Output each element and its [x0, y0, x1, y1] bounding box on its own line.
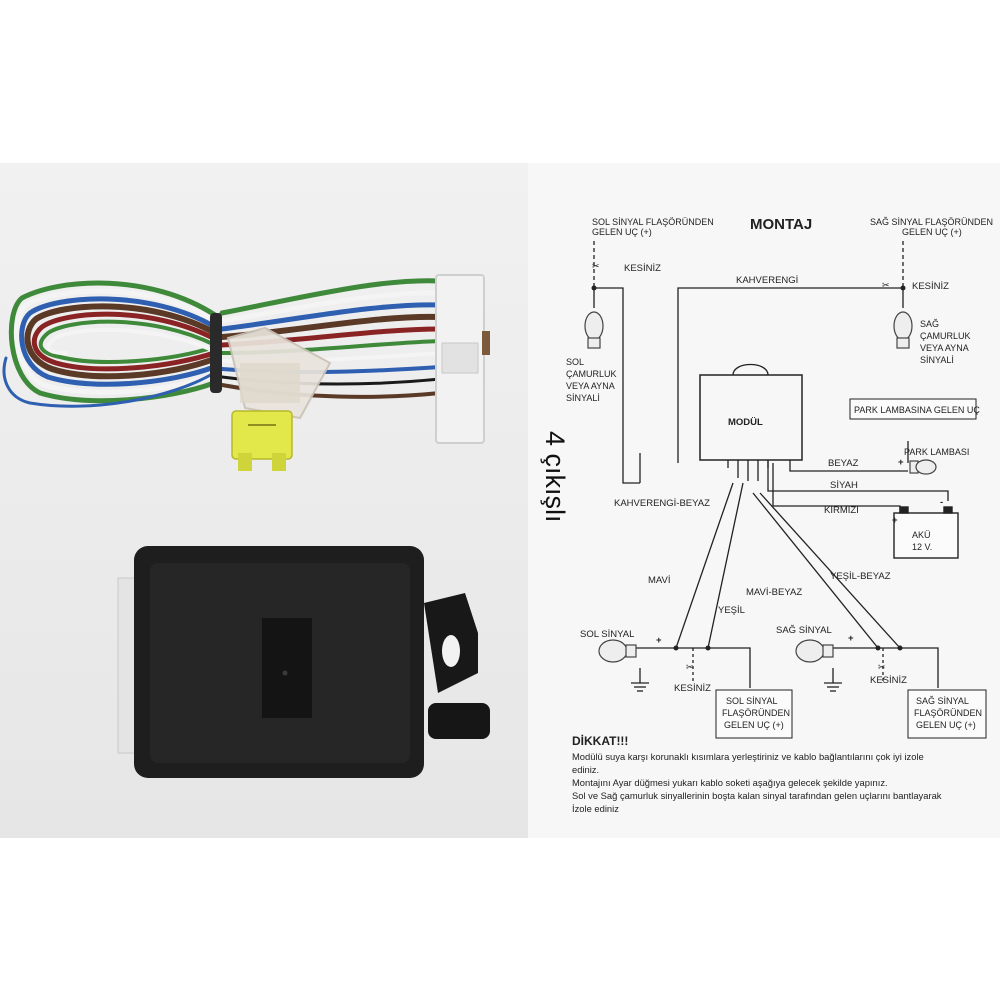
right-mirror-2: ÇAMURLUK — [920, 331, 971, 341]
park-source-label: PARK LAMBASINA GELEN UÇ — [854, 405, 980, 415]
wire-brown-white-label: KAHVERENGİ-BEYAZ — [614, 498, 710, 509]
battery-label-2: 12 V. — [912, 542, 932, 552]
instruction-sheet: ✂ ✂ ✂ ✂ MONTAJ 4 çıkışlı SOL SİNYAL FLAŞ… — [528, 163, 1000, 838]
battery-label-1: AKÜ — [912, 530, 931, 540]
wire-blue-white-label: MAVİ-BEYAZ — [746, 587, 802, 598]
right-mirror-1: SAĞ — [920, 319, 939, 329]
warning-line: İzole ediniz — [572, 803, 619, 814]
svg-text:✂: ✂ — [686, 662, 694, 672]
wire-blue-label: MAVİ — [648, 575, 671, 586]
cable-tie — [210, 313, 222, 393]
svg-text:✂: ✂ — [882, 280, 890, 290]
module-box — [699, 374, 803, 461]
warning-line: Montajını Ayar düğmesi yukarı kablo soke… — [572, 777, 888, 788]
right-source-2: GELEN UÇ (+) — [902, 227, 962, 237]
right-mirror-4: SİNYALİ — [920, 355, 954, 365]
diagram-title: MONTAJ — [750, 216, 812, 233]
cut-label-left: KESİNİZ — [624, 263, 661, 274]
warning-line: ediniz. — [572, 764, 600, 775]
scissors-icon: ✂ — [878, 662, 886, 672]
wire-connector — [435, 274, 490, 444]
left-box-1: SOL SİNYAL — [726, 696, 778, 706]
left-mirror-3: VEYA AYNA — [566, 381, 615, 391]
warning-title: DİKKAT!!! — [572, 734, 629, 748]
right-box-2: FLAŞÖRÜNDEN — [914, 708, 982, 718]
fuse-holder — [226, 326, 332, 420]
wire-brown-label: KAHVERENGİ — [736, 275, 798, 286]
svg-text:✂: ✂ — [878, 662, 886, 672]
cut-label-left-signal: KESİNİZ — [674, 683, 711, 694]
product-illustration — [2, 274, 490, 778]
wiring-diagram: ✂ ✂ ✂ ✂ MONTAJ 4 çıkışlı SOL SİNYAL FLAŞ… — [540, 216, 993, 739]
right-source-1: SAĞ SİNYAL FLAŞÖRÜNDEN — [870, 217, 993, 227]
side-title: 4 çıkışlı — [540, 431, 570, 523]
park-lamp-label: PARK LAMBASI — [904, 447, 969, 457]
left-mirror-1: SOL — [566, 357, 584, 367]
left-signal-plus: + — [656, 635, 662, 646]
left-signal-bulb-icon — [598, 639, 637, 663]
battery-minus: - — [940, 497, 943, 508]
right-mirror-bulb-icon — [893, 311, 913, 349]
cut-label-right: KESİNİZ — [912, 281, 949, 292]
right-box-1: SAĞ SİNYAL — [916, 696, 969, 706]
left-mirror-2: ÇAMURLUK — [566, 369, 617, 379]
battery-plus: + — [892, 515, 898, 526]
left-mirror-bulb-icon — [584, 311, 604, 349]
wire-black-label: SİYAH — [830, 480, 858, 491]
left-mirror-4: SİNYALİ — [566, 393, 600, 403]
fuse — [231, 410, 293, 471]
right-signal-bulb-icon — [795, 639, 834, 663]
scissors-icon: ✂ — [686, 662, 694, 672]
left-signal-label: SOL SİNYAL — [580, 629, 634, 640]
left-source-2: GELEN UÇ (+) — [592, 227, 652, 237]
svg-text:✂: ✂ — [592, 261, 600, 271]
warning-line: Modülü suya karşı korunaklı kısımlara ye… — [572, 751, 924, 762]
park-lamp-bulb-icon — [909, 459, 937, 475]
warning-note: DİKKAT!!! Modülü suya karşı korunaklı kı… — [572, 735, 992, 815]
wire-red-label: KIRMIZI — [824, 505, 859, 516]
right-mirror-3: VEYA AYNA — [920, 343, 969, 353]
module-label: MODÜL — [728, 417, 763, 428]
right-box-3: GELEN UÇ (+) — [916, 720, 976, 730]
scissors-icon: ✂ — [882, 280, 890, 290]
wire-harness — [2, 278, 443, 408]
wire-green-white-label: YEŞİL-BEYAZ — [830, 571, 891, 582]
cut-label-right-signal: KESİNİZ — [870, 675, 907, 686]
left-box-2: FLAŞÖRÜNDEN — [722, 708, 790, 718]
left-box-3: GELEN UÇ (+) — [724, 720, 784, 730]
right-signal-plus: + — [848, 633, 854, 644]
scissors-icon: ✂ — [592, 261, 600, 271]
wire-green-label: YEŞİL — [718, 605, 745, 616]
wire-white-label: BEYAZ — [828, 458, 859, 469]
battery-icon — [893, 506, 959, 559]
warning-line: Sol ve Sağ çamurluk sinyallerinin boşta … — [572, 790, 942, 801]
right-signal-label: SAĞ SİNYAL — [776, 625, 832, 636]
control-module — [117, 546, 490, 778]
park-plus: + — [898, 457, 904, 468]
left-source-1: SOL SİNYAL FLAŞÖRÜNDEN — [592, 217, 714, 227]
